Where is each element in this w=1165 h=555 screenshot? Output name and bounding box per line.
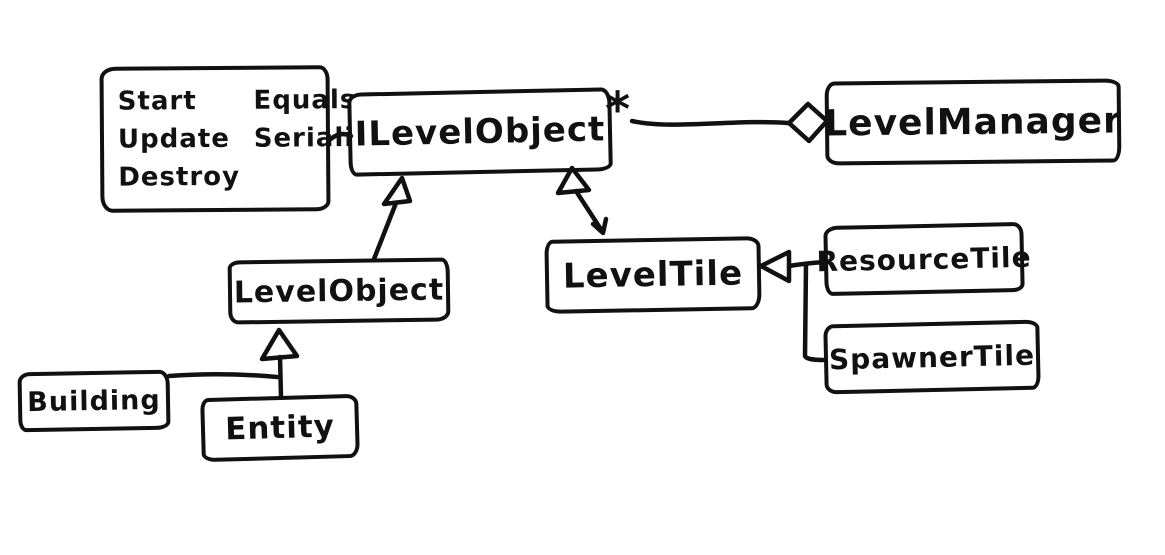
methods-column-1: Start Update Destroy [118,82,241,197]
inheritance-branch-spawnertile [802,261,827,363]
class-label-spawnertile: SpawnerTile [828,338,1036,376]
class-box-building: Building [17,369,171,433]
class-label-levelmanager: LevelManager [824,99,1122,145]
inheritance-triangle-tiles [758,249,792,284]
inheritance-line-entity [277,354,284,400]
class-box-spawnertile: SpawnerTile [823,319,1041,395]
class-label-building: Building [27,384,161,418]
class-label-levelobject: LevelObject [233,272,445,310]
class-label-entity: Entity [224,408,336,448]
method-update: Update [117,123,231,155]
class-box-ilevelobject: ILevelObject [347,87,613,177]
method-destroy: Destroy [118,161,241,193]
interface-methods-note: Start Update Destroy Equals Serialize [99,65,389,213]
inheritance-line-leveltile-tip [590,216,609,236]
class-label-leveltile: LevelTile [562,253,744,297]
class-box-levelobject: LevelObject [227,257,451,325]
inheritance-triangle-levelobject-children [259,327,300,362]
inheritance-line-building [166,371,280,380]
aggregation-line [629,118,791,127]
class-box-levelmanager: LevelManager [824,78,1122,166]
aggregation-diamond-icon [786,101,830,144]
inheritance-line-leveltile [573,188,605,234]
class-box-leveltile: LevelTile [544,236,762,314]
class-box-resourcetile: ResourceTile [816,221,1032,297]
class-label-resourcetile: ResourceTile [816,240,1032,278]
class-box-entity: Entity [200,393,360,463]
class-label-ilevelobject: ILevelObject [354,109,606,155]
inheritance-triangle-levelobject [381,175,413,207]
method-start: Start [117,86,197,117]
multiplicity-star-label: * [605,82,631,138]
inheritance-line-levelobject [371,200,399,262]
